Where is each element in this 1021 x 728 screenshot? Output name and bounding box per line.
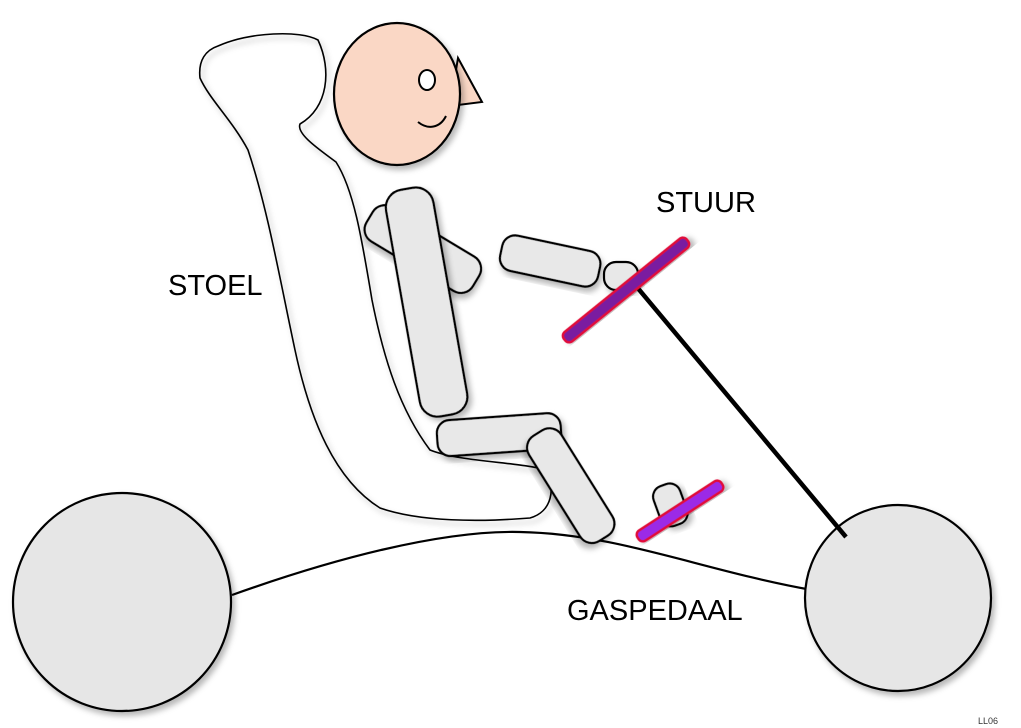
lower-leg: [522, 423, 620, 548]
rear-wheel: [13, 493, 231, 711]
signature: LL06: [978, 716, 998, 726]
eye-icon: [419, 70, 435, 90]
label-gaspedaal: GASPEDAAL: [567, 595, 743, 627]
torso: [383, 185, 470, 420]
label-stuur: STUUR: [656, 187, 756, 219]
label-stoel: STOEL: [168, 270, 263, 302]
forearm: [498, 233, 603, 289]
front-wheel: [805, 505, 991, 691]
head: [334, 23, 482, 165]
face: [334, 23, 460, 165]
car-body-line: [232, 532, 812, 595]
